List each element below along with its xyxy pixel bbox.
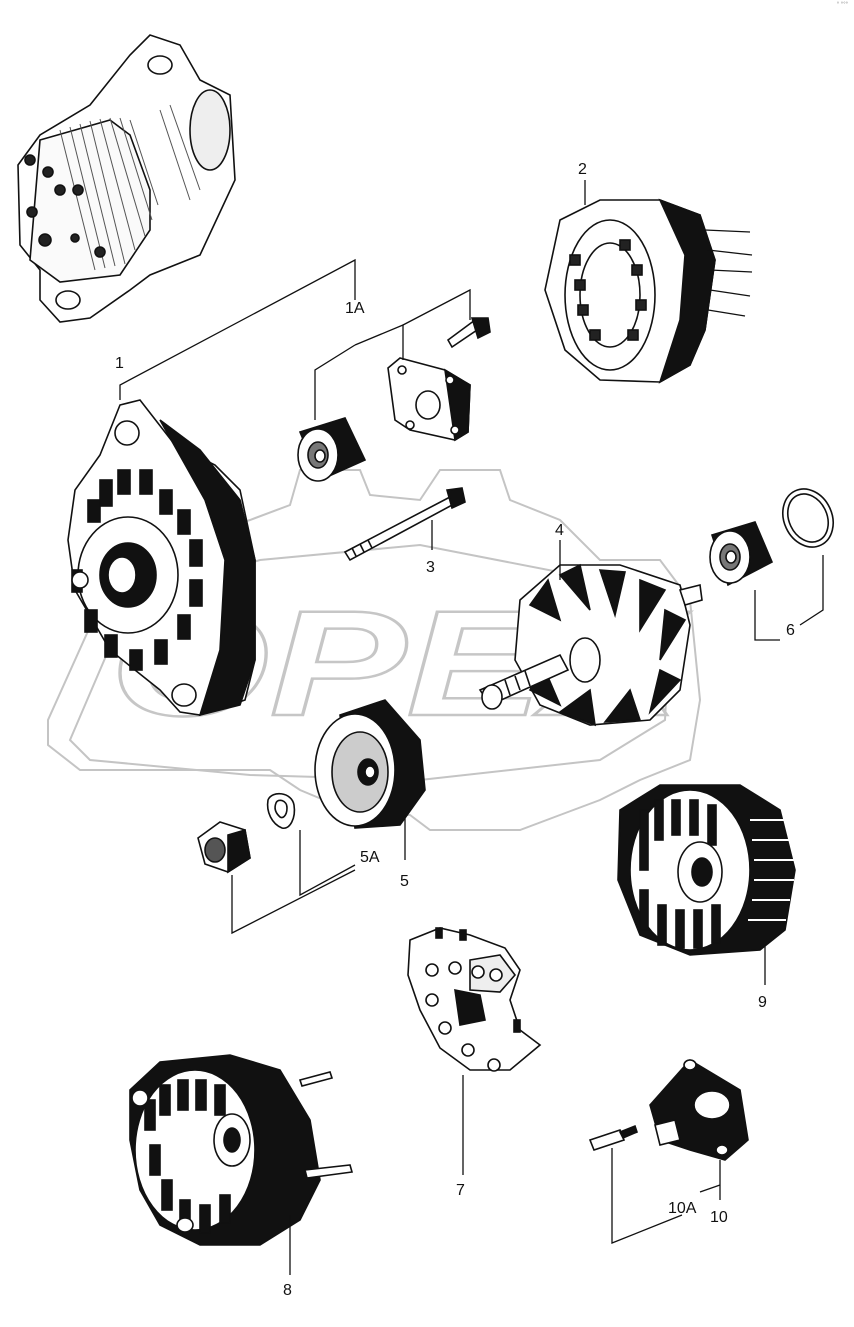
screw-1a (446, 317, 491, 349)
callout-10: 10 (710, 1209, 728, 1226)
callout-5a: 5A (360, 849, 380, 866)
leader-lines (119, 180, 824, 1275)
alternator-assembly (17, 34, 236, 323)
lock-washer-5a (266, 792, 296, 829)
callout-6: 6 (786, 622, 795, 639)
corner-mark: ° °°° (836, 2, 848, 8)
callout-9: 9 (758, 994, 767, 1011)
rotor (478, 563, 703, 727)
pulley (314, 699, 426, 829)
rectifier (407, 927, 542, 1072)
callout-8: 8 (283, 1282, 292, 1299)
bearing-1a (297, 417, 367, 482)
callout-7: 7 (456, 1182, 465, 1199)
callout-labels: 1 1A 2 3 4 5A 5 6 7 8 9 10A 10 (115, 161, 795, 1299)
callout-3: 3 (426, 559, 435, 576)
drive-end-housing (67, 399, 256, 717)
through-bolt (343, 487, 466, 562)
pulley-nut-5a (197, 821, 251, 874)
callout-1a: 1A (345, 300, 365, 317)
callout-5: 5 (400, 873, 409, 890)
fan (617, 784, 796, 956)
brush-10a (588, 1124, 638, 1151)
retainer-plate-1a (387, 357, 471, 442)
stator (544, 198, 753, 384)
callout-4: 4 (555, 522, 564, 539)
callout-2: 2 (578, 161, 587, 178)
o-ring-6 (782, 488, 834, 548)
slip-ring-end-housing (129, 1054, 354, 1246)
callout-1: 1 (115, 355, 124, 372)
bearing-6 (709, 521, 774, 587)
callout-10a: 10A (668, 1200, 697, 1217)
regulator (649, 1058, 749, 1161)
